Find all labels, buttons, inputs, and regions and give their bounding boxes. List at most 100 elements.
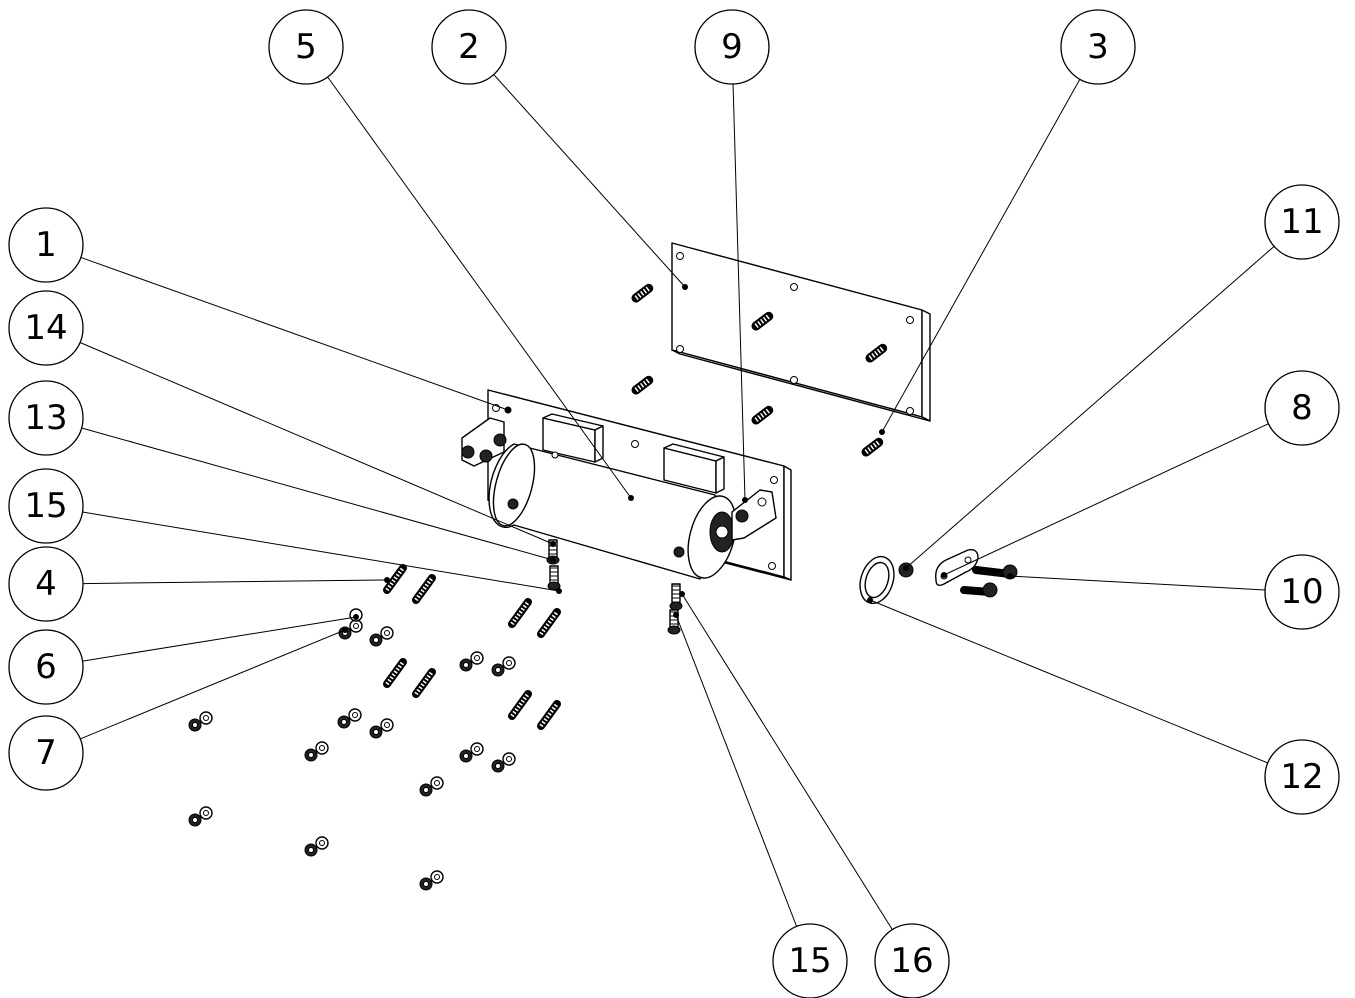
stud (751, 311, 774, 331)
balloon-4: 4 (8, 546, 84, 622)
balloon-5: 5 (268, 9, 344, 85)
back-plate-hole (906, 316, 914, 324)
short-stud-thread (414, 670, 434, 696)
balloon-14-leader-dot (550, 541, 556, 547)
balloon-15b-circle (772, 923, 848, 998)
balloon-16-leader (681, 593, 893, 930)
back-plate-hole (790, 376, 798, 384)
nut-washer-pair (419, 870, 444, 891)
stud (631, 375, 654, 395)
flat-washer-bore (319, 840, 325, 846)
back-plate-hole (676, 345, 684, 353)
right-hardware (859, 548, 1018, 605)
hex-nut-bore (308, 752, 314, 758)
short-stud-thread (385, 566, 405, 592)
lock-plate-hole (964, 556, 972, 564)
flat-washer-bore (353, 623, 359, 629)
balloon-10-label: 10 (1280, 572, 1323, 612)
nut-washer-pair (369, 718, 394, 739)
balloon-8-circle (1264, 370, 1340, 446)
short-stud-thread (510, 600, 530, 626)
short-stud-thread (510, 692, 530, 718)
nut-washer-pair (459, 651, 484, 672)
balloon-7-leader (80, 629, 346, 740)
balloon-8-label: 8 (1291, 388, 1313, 428)
balloon-4-leader-dot (384, 577, 390, 583)
hex-nut-bore (463, 753, 469, 759)
balloon-11-label: 11 (1280, 202, 1323, 242)
balloon-15a-label: 15 (24, 486, 67, 526)
balloon-14-label: 14 (24, 308, 67, 348)
nut-washer-pair (188, 806, 213, 827)
balloon-7-leader-dot (342, 627, 348, 633)
flat-washer-bore (474, 655, 480, 661)
cylinder-port-small (551, 451, 559, 459)
cylinder (461, 406, 777, 580)
fitting-13 (547, 565, 561, 591)
balloon-1-leader-dot (505, 407, 511, 413)
flat-washer-bore (434, 780, 440, 786)
leaders-layer (79, 74, 1275, 930)
nut-washer-pair (491, 752, 516, 773)
balloon-4-leader (82, 579, 388, 585)
back-plate-hole (790, 283, 798, 291)
nut-washer-pair (459, 742, 484, 763)
balloon-4-circle (8, 546, 84, 622)
flat-washer-bore (384, 722, 390, 728)
fitting-15b (667, 609, 681, 635)
nut-washer-pair (337, 708, 362, 729)
short-stud-thread (539, 702, 559, 728)
back-plate-bottom-edge (671, 349, 931, 422)
balloon-15b: 15 (772, 923, 848, 998)
stud-thread (634, 286, 651, 300)
base-plate-hole (770, 476, 778, 484)
hex-nut-bore (373, 637, 379, 643)
base-plate-hole (768, 562, 776, 570)
balloon-6-leader-dot (353, 614, 359, 620)
stud-thread (634, 378, 651, 392)
hex-nut-bore (373, 729, 379, 735)
balloon-12-label: 12 (1280, 757, 1323, 797)
rod-clevis-nut (735, 509, 749, 523)
balloon-11: 11 (1264, 184, 1340, 260)
nut-washer-pair (304, 836, 329, 857)
balloon-15b-label: 15 (788, 941, 831, 981)
rear-clevis-nut (479, 449, 493, 463)
flat-washer-bore (434, 874, 440, 880)
short-stud (412, 668, 436, 698)
balloon-9-leader-dot (742, 497, 748, 503)
flat-washer-bore (506, 660, 512, 666)
stud-thread (868, 346, 885, 360)
balloon-14-leader (79, 342, 554, 545)
back-plate-face (671, 242, 923, 418)
cylinder-port (673, 546, 685, 558)
rear-clevis-nut (461, 445, 475, 459)
back-plate-edge (921, 309, 931, 422)
nut-washer-pair (188, 711, 213, 732)
balloon-6-circle (8, 629, 84, 705)
rear-clevis-nut (493, 433, 507, 447)
hex-nut-bore (341, 719, 347, 725)
flat-washer-bore (384, 630, 390, 636)
balloon-12-leader-dot (867, 597, 873, 603)
stud (861, 437, 884, 457)
hex-nut-bore (423, 787, 429, 793)
lock-plate-8 (935, 548, 979, 587)
balloon-10-circle (1264, 554, 1340, 630)
mount-block-side (594, 425, 604, 463)
balloon-15a: 15 (8, 468, 84, 544)
balloon-12-leader (869, 599, 1268, 764)
short-stud-thread (539, 610, 559, 636)
balloon-13-leader (81, 427, 554, 561)
balloon-10-leader (1009, 575, 1266, 591)
short-stud (412, 574, 436, 604)
balloon-9-label: 9 (721, 27, 743, 67)
balloon-5-circle (268, 9, 344, 85)
balloon-12: 12 (1264, 739, 1340, 815)
cylinder-rod (715, 525, 729, 539)
balloon-8: 8 (1264, 370, 1340, 446)
cylinder-port (507, 498, 519, 510)
balloon-7-label: 7 (35, 733, 57, 773)
hex-nut-bore (463, 662, 469, 668)
balloon-8-leader-dot (941, 572, 947, 578)
